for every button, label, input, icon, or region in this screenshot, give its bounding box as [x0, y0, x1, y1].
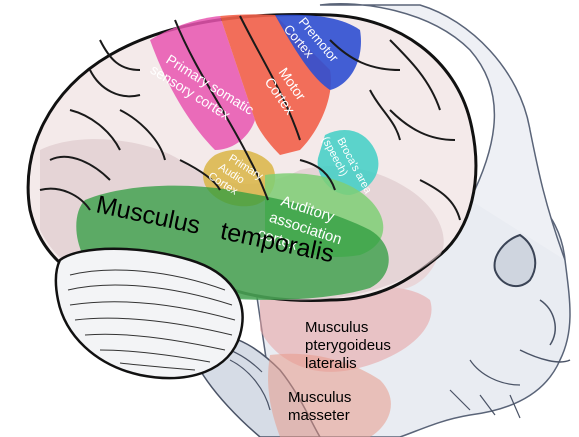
label-musculus-masseter: Musculus masseter [288, 389, 356, 424]
